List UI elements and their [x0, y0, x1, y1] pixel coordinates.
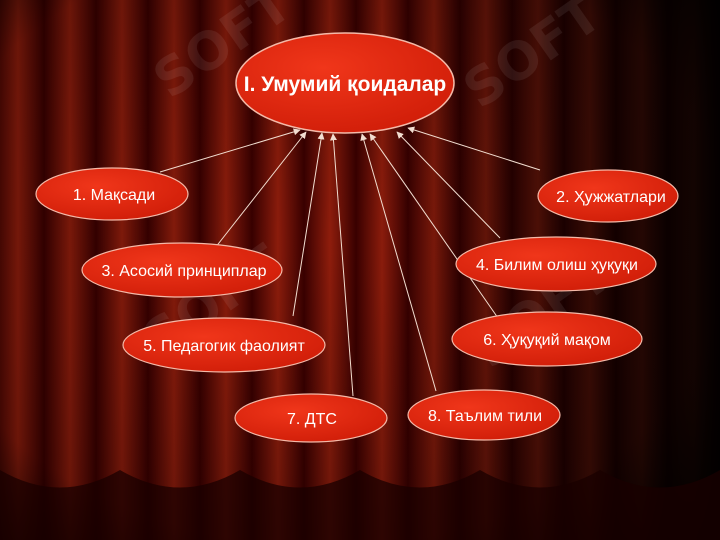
arrow-3 — [214, 131, 307, 249]
node-ellipse — [35, 167, 189, 221]
node-3: 3. Асосий принциплар — [81, 242, 283, 298]
node-1: 1. Мақсади — [35, 167, 189, 221]
node-2: 2. Ҳужжатлари — [537, 169, 679, 223]
node-ellipse — [537, 169, 679, 223]
node-label: 5. Педагогик фаолият — [143, 338, 305, 355]
node-ellipse — [81, 242, 283, 298]
node-6: 6. Ҳуқуқий мақом — [451, 311, 643, 367]
arrow-4 — [396, 131, 501, 239]
arrow-6 — [369, 133, 499, 319]
arrow-8 — [360, 133, 437, 392]
node-label: 2. Ҳужжатлари — [556, 189, 666, 206]
center-node: I. Умумий қоидалар — [235, 32, 455, 134]
node-label: 1. Мақсади — [73, 187, 155, 204]
node-ellipse — [234, 393, 388, 443]
node-label: 8. Таълим тили — [428, 408, 542, 425]
node-ellipse — [455, 236, 657, 292]
curtain-hem — [0, 470, 720, 540]
connector-arrows — [159, 126, 541, 397]
node-5: 5. Педагогик фаолият — [122, 317, 326, 373]
node-label: 3. Асосий принциплар — [101, 263, 266, 280]
node-label: 6. Ҳуқуқий мақом — [483, 332, 611, 349]
center-ellipse — [235, 32, 455, 134]
arrow-7 — [329, 133, 354, 397]
node-7: 7. ДТС — [234, 393, 388, 443]
arrow-2 — [407, 126, 541, 171]
arrow-1 — [159, 128, 301, 173]
node-label: 7. ДТС — [287, 411, 337, 428]
arrow-5 — [292, 132, 325, 317]
node-ellipse — [122, 317, 326, 373]
node-label: 4. Билим олиш ҳуқуқи — [476, 257, 638, 274]
node-ellipse — [451, 311, 643, 367]
center-title: I. Умумий қоидалар — [244, 73, 446, 96]
node-4: 4. Билим олиш ҳуқуқи — [455, 236, 657, 292]
node-8: 8. Таълим тили — [407, 389, 561, 441]
node-ellipse — [407, 389, 561, 441]
